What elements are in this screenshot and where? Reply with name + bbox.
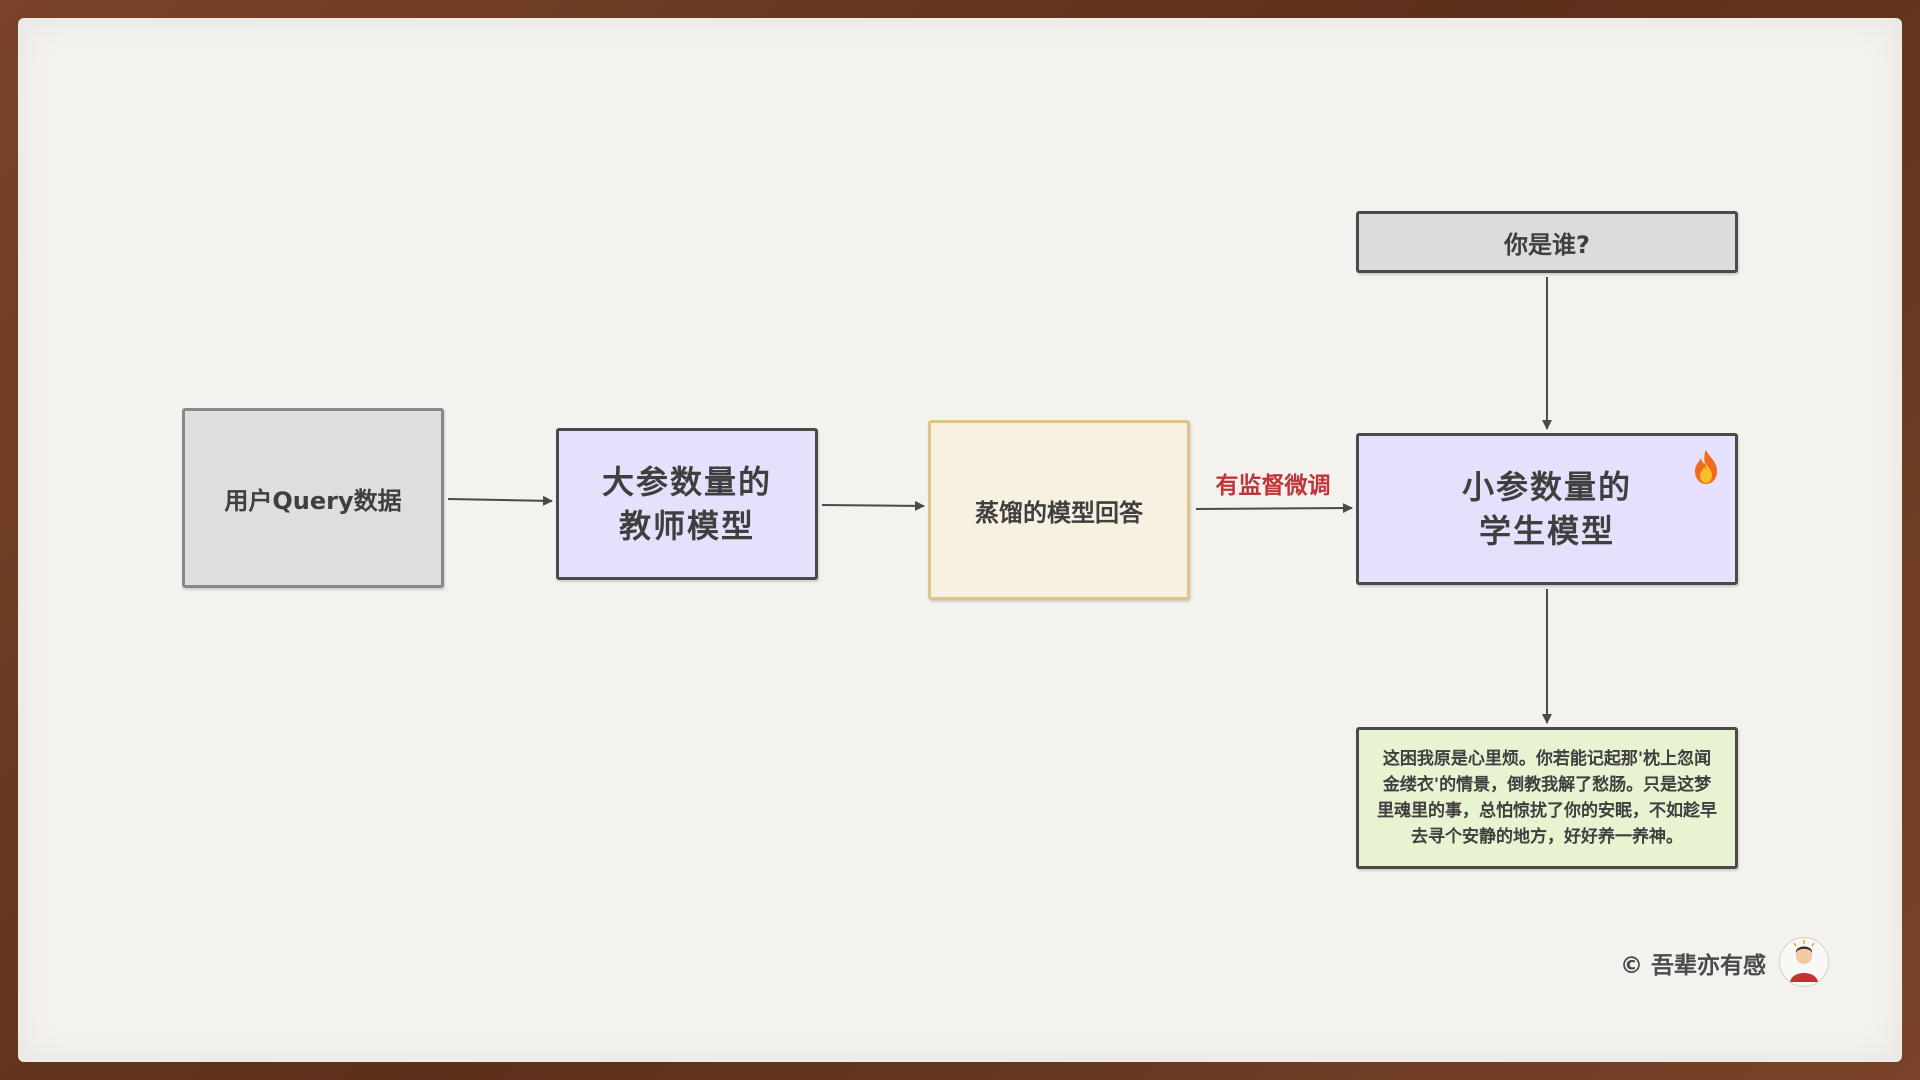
distilled-answer-label: 蒸馏的模型回答: [975, 498, 1143, 527]
teacher-model-label: 大参数量的 教师模型: [601, 463, 772, 545]
student-answer-text: 这困我原是心里烦。你若能记起那'枕上忽闻金缕衣'的情景，倒教我解了愁肠。只是这梦…: [1377, 749, 1717, 847]
arrow-distill-to-student: [1195, 503, 1353, 514]
supervised-finetune-label: 有监督微调: [1215, 473, 1331, 499]
query-data-label: 用户Query数据: [224, 486, 402, 515]
fire-icon: [1695, 450, 1717, 484]
student-model-node: 小参数量的 学生模型: [1356, 433, 1738, 585]
student-answer-node: 这困我原是心里烦。你若能记起那'枕上忽闻金缕衣'的情景，倒教我解了愁肠。只是这梦…: [1356, 727, 1738, 869]
question-label: 你是谁?: [1504, 230, 1590, 259]
teacher-model-node: 大参数量的 教师模型: [556, 428, 818, 580]
distilled-answer-node: 蒸馏的模型回答: [928, 420, 1190, 600]
avatar-icon: [1790, 940, 1818, 982]
copyright-watermark: © 吾辈亦有感: [1620, 953, 1767, 979]
avatar: [1779, 937, 1829, 987]
arrow-teacher-to-distill: [821, 500, 925, 511]
question-node: 你是谁?: [1356, 211, 1738, 273]
arrow-query-to-teacher: [447, 495, 553, 506]
query-data-node: 用户Query数据: [182, 408, 444, 588]
student-model-label: 小参数量的 学生模型: [1461, 468, 1632, 550]
